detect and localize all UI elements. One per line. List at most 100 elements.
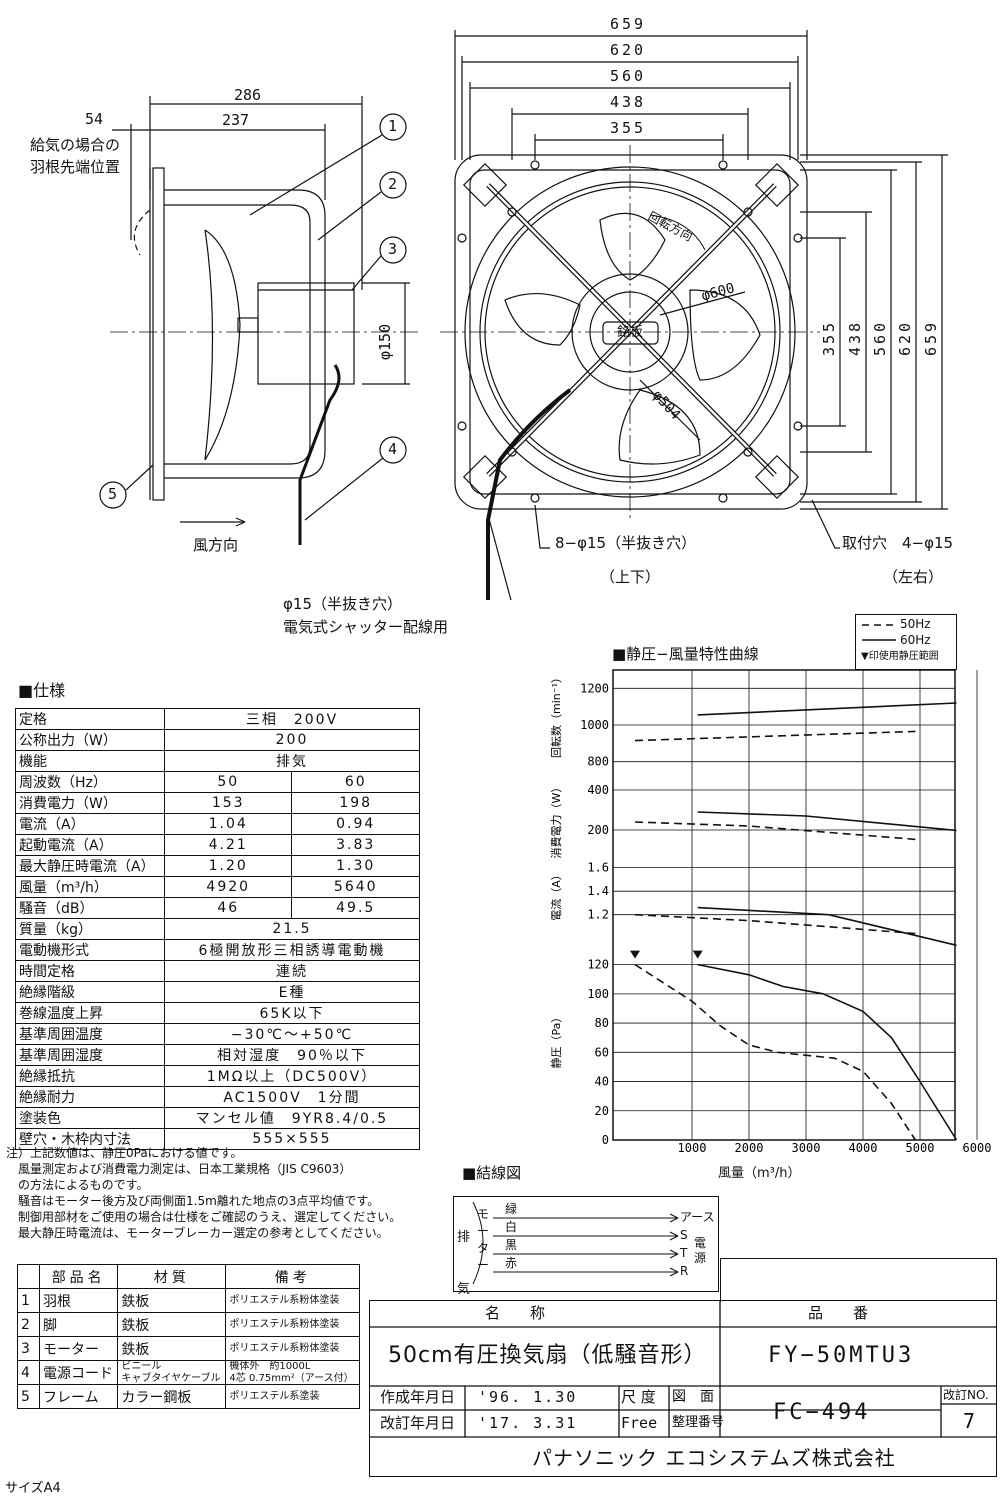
spec-value-v60: 3.83 <box>291 834 420 856</box>
power-label: 電源 <box>694 1236 707 1265</box>
parts-header: 材質 <box>117 1264 227 1289</box>
revision-label: 改訂NO. <box>943 1388 989 1402</box>
product-name: 50cm有圧換気扇（低騒音形） <box>388 1343 707 1368</box>
spec-row: 塗装色マンセル値 9YR8.4/0.5 <box>15 1107 420 1129</box>
spec-label: 機能 <box>15 750 165 772</box>
chart-ytick-label: 1.2 <box>587 908 609 922</box>
width-560: 560 <box>610 67 647 85</box>
parts-cell-material: 鉄板 <box>117 1336 227 1361</box>
chart-xtick-label: 3000 <box>792 1141 821 1155</box>
title-block <box>369 1300 997 1477</box>
chart-ytick-label: 80 <box>595 1016 609 1030</box>
spec-note-line: 騒音はモーター後方及び両側面1.5m離れた地点の3点平均値です。 <box>6 1194 380 1208</box>
spec-label: 絶縁耐力 <box>15 1086 165 1108</box>
chart-ytick-label: 1.4 <box>587 884 609 898</box>
side-view <box>99 96 420 545</box>
parts-cell-name: 脚 <box>38 1312 119 1337</box>
parts-cell-name: 電源コード <box>38 1360 119 1385</box>
chart-ytick-label: 200 <box>587 823 609 837</box>
parts-cell-no: 5 <box>17 1384 40 1409</box>
spec-label: 定格 <box>15 708 165 730</box>
spec-row: 機能排気 <box>15 750 420 772</box>
legend-60hz: 60Hz <box>900 633 931 647</box>
wind-direction-label: 風方向 <box>193 536 239 554</box>
spec-value-v60: 60 <box>291 771 420 793</box>
chart-ytick-label: 20 <box>595 1104 609 1118</box>
revised-date: '17. 3.31 <box>478 1414 578 1432</box>
scale-value: Free <box>621 1414 658 1432</box>
parts-cell-note: ポリエステル系粉体塗装 <box>225 1312 360 1337</box>
spec-row: 基準周囲湿度相対湿度 90％以下 <box>15 1044 420 1066</box>
parts-cell-note: ポリエステル系粉体塗装 <box>225 1336 360 1361</box>
height-560: 560 <box>871 319 889 356</box>
spec-value-v50: 1.20 <box>163 855 293 877</box>
spec-label: 風量（m³/h） <box>15 876 165 898</box>
chart-xtick-label: 1000 <box>678 1141 707 1155</box>
width-438: 438 <box>610 93 647 111</box>
parts-cell-no: 3 <box>17 1336 40 1361</box>
spec-label: 騒音（dB） <box>15 897 165 919</box>
spec-value: 6極開放形三相誘導電動機 <box>164 939 420 961</box>
width-620: 620 <box>610 41 647 59</box>
wiring-motor-label: モーター <box>477 1207 490 1272</box>
height-355: 355 <box>820 319 838 356</box>
wiring-box <box>453 1196 719 1292</box>
parts-cell-material: 鉄板 <box>117 1312 227 1337</box>
spec-label: 起動電流（A） <box>15 834 165 856</box>
parts-header: 部品名 <box>38 1264 119 1289</box>
scale-label: 尺 度 <box>621 1388 656 1406</box>
spec-value-v60: 198 <box>291 792 420 814</box>
chart-series-power-50Hz <box>634 821 916 841</box>
spec-label: 絶縁階級 <box>15 981 165 1003</box>
spec-label: 壁穴・木枠内寸法 <box>15 1128 165 1150</box>
width-355: 355 <box>610 119 647 137</box>
chart-ytick-label: 60 <box>595 1045 609 1059</box>
spec-value-v50: 1.04 <box>163 813 293 835</box>
spec-value: AC1500V 1分間 <box>164 1086 420 1108</box>
parts-cell-no: 2 <box>17 1312 40 1337</box>
chart-ytick-label: 1.6 <box>587 861 609 875</box>
parts-header-row: 部品名材質備考 <box>17 1264 360 1289</box>
spec-value-v50: 50 <box>163 771 293 793</box>
number-label: 品 番 <box>808 1304 869 1322</box>
chart-ytick-label: 800 <box>587 755 609 769</box>
wiring-left-label: 排気 <box>457 1230 471 1297</box>
parts-cell-material_1: ビニールキャブタイヤケーブル <box>117 1360 227 1385</box>
chart-xtick-label: 4000 <box>849 1141 878 1155</box>
parts-cell-name: モーター <box>38 1336 119 1361</box>
parts-cell-line: 機体外 約1000L <box>229 1361 311 1372</box>
spec-value: 555×555 <box>164 1128 420 1150</box>
spec-row: 公称出力（W）200 <box>15 729 420 751</box>
created-date: '96. 1.30 <box>478 1388 578 1406</box>
spec-value: 相対湿度 90％以下 <box>164 1044 420 1066</box>
terminal-earth: アース <box>680 1210 715 1224</box>
dim-237: 237 <box>222 111 250 129</box>
company-name: パナソニック エコシステムズ株式会社 <box>532 1446 896 1470</box>
spec-value-v60: 49.5 <box>291 897 420 919</box>
callout-1: 1 <box>388 117 398 135</box>
parts-cell-material: カラー鋼板 <box>117 1384 227 1409</box>
chart-series-power-60Hz <box>697 811 957 832</box>
spec-note-line: 風量測定および消費電力測定は、日本工業規格（JIS C9603） <box>6 1162 352 1176</box>
height-438: 438 <box>846 319 864 356</box>
spec-label: 最大静圧時電流（A） <box>15 855 165 877</box>
width-659: 659 <box>610 15 647 33</box>
spec-value-v60: 1.30 <box>291 855 420 877</box>
spec-value-v60: 0.94 <box>291 813 420 835</box>
nameplate-label: 銘板 <box>617 325 644 340</box>
spec-note-line: 最大静圧時電流は、モーターブレーカー選定の参考としてください。 <box>6 1226 389 1240</box>
holes-8-sub-label: （上下） <box>600 568 661 586</box>
parts-cell-line: 4芯 0.75mm²（アース付） <box>229 1372 354 1384</box>
parts-cell-note: ポリエステル系粉体塗装 <box>225 1288 360 1313</box>
parts-header-blank <box>17 1264 40 1289</box>
spec-value-v50: 4.21 <box>163 834 293 856</box>
spec-row: 時間定格連続 <box>15 960 420 982</box>
